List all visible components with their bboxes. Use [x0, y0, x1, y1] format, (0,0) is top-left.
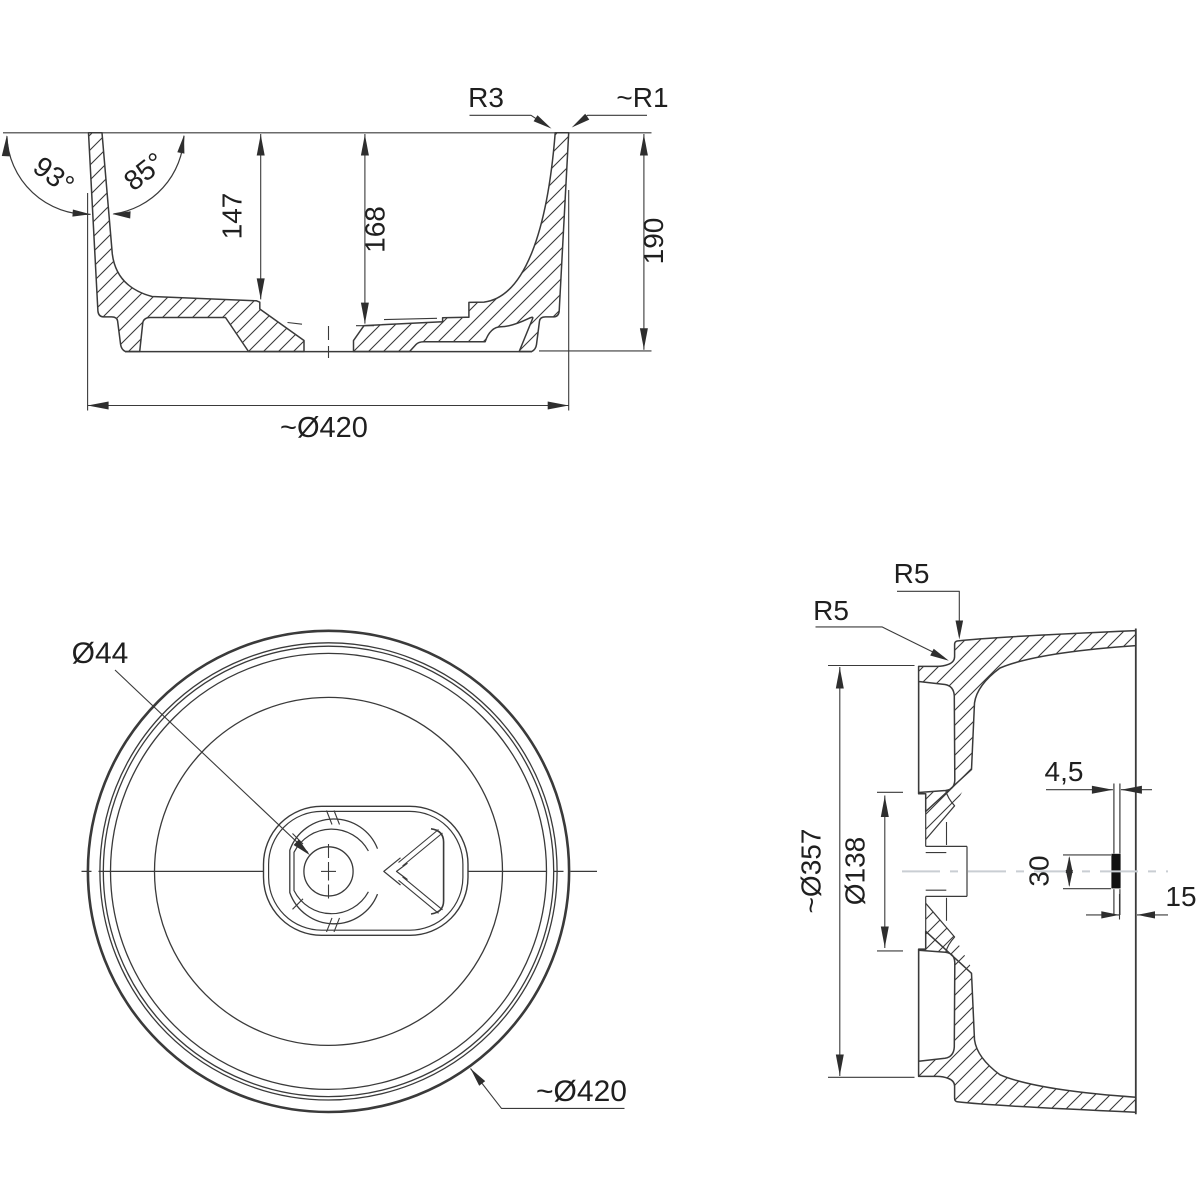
svg-text:15: 15 [1165, 881, 1196, 912]
svg-text:~R1: ~R1 [616, 82, 668, 113]
svg-text:~Ø420: ~Ø420 [536, 1075, 627, 1108]
svg-text:30: 30 [1024, 855, 1055, 886]
svg-text:4,5: 4,5 [1045, 756, 1084, 787]
svg-text:~Ø420: ~Ø420 [280, 412, 368, 444]
svg-text:R3: R3 [468, 82, 504, 113]
svg-text:147: 147 [217, 193, 248, 240]
svg-text:190: 190 [638, 218, 669, 265]
svg-text:Ø138: Ø138 [840, 837, 871, 906]
svg-text:168: 168 [360, 206, 391, 253]
svg-text:Ø44: Ø44 [72, 637, 129, 670]
svg-text:~Ø357: ~Ø357 [796, 829, 827, 914]
svg-text:R5: R5 [894, 558, 930, 589]
svg-text:R5: R5 [813, 595, 849, 626]
